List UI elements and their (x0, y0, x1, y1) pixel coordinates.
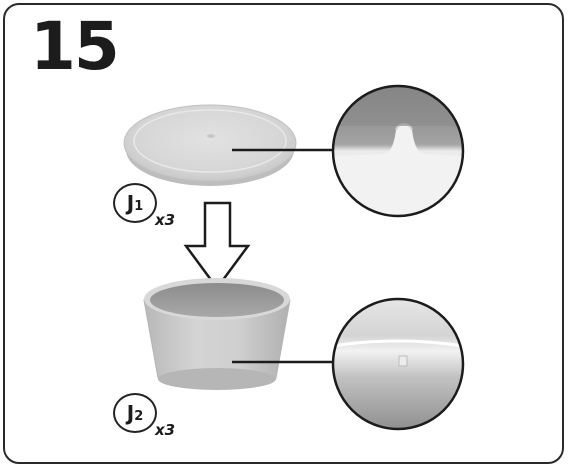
part-letter: J (126, 401, 135, 425)
instruction-panel (3, 3, 564, 464)
part-subscript: 2 (134, 408, 144, 424)
down-arrow-icon (183, 201, 251, 291)
part-quantity-j2: x3 (155, 421, 176, 439)
lid-detail-zoom (232, 84, 465, 218)
part-letter: J (126, 191, 135, 215)
bowl-part (143, 278, 291, 390)
part-subscript: 1 (134, 198, 144, 214)
bowl-detail-zoom (232, 297, 465, 431)
lid-part (123, 104, 297, 186)
step-number: 15 (30, 8, 120, 85)
part-quantity-j1: x3 (155, 211, 176, 229)
